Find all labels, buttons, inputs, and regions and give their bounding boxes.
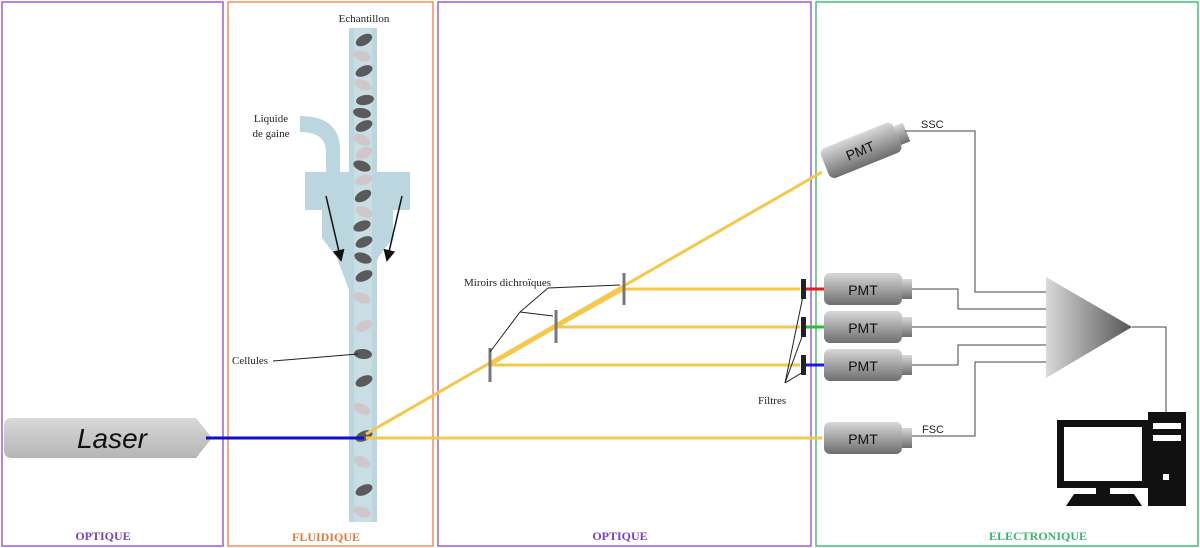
wire-red — [912, 288, 1048, 310]
cell — [354, 189, 372, 203]
cell — [354, 79, 372, 91]
cell — [355, 174, 373, 186]
pmt-fsc-label: PMT — [848, 431, 878, 447]
cell — [355, 484, 373, 496]
cell — [353, 160, 371, 172]
label-miroirs: Miroirs dichroïques — [464, 277, 551, 289]
cell — [355, 65, 373, 77]
wire-output — [1132, 326, 1167, 414]
flow-arrow-left — [325, 195, 345, 262]
section-optique-left-frame — [1, 1, 224, 547]
cell — [353, 50, 371, 62]
filter-blue — [801, 355, 806, 375]
label-cellules: Cellules — [232, 355, 268, 367]
pmt-green-label: PMT — [848, 320, 878, 336]
wire-fsc — [912, 361, 1048, 437]
cell — [353, 403, 371, 415]
pmt-green: PMT — [824, 311, 912, 343]
cell — [353, 220, 371, 232]
wire-ssc — [905, 130, 1048, 293]
cell — [353, 506, 371, 518]
flow-chamber — [300, 28, 410, 522]
cells — [353, 33, 374, 518]
cell — [355, 206, 373, 218]
filter-green — [801, 317, 806, 337]
cell — [354, 348, 372, 360]
section-label-electronique: ELECTRONIQUE — [989, 529, 1087, 543]
cell — [356, 94, 374, 106]
label-filtres: Filtres — [758, 395, 786, 407]
laser-label: Laser — [77, 423, 149, 454]
cell — [355, 146, 373, 160]
section-electronique-frame — [815, 1, 1199, 547]
laser-body — [4, 418, 212, 458]
pmt-blue: PMT — [824, 349, 912, 381]
section-label-fluidique: FLUIDIQUE — [292, 530, 360, 544]
cell — [353, 456, 371, 468]
pmt-fsc: PMT — [824, 422, 912, 454]
cell — [353, 292, 371, 304]
wire-blue — [912, 344, 1048, 366]
signal-wires — [905, 130, 1167, 437]
cellules-leader — [272, 353, 359, 362]
filter-red — [801, 279, 806, 299]
filtres-leaders — [784, 295, 804, 384]
cell — [355, 320, 373, 332]
pmt-red: PMT — [824, 273, 912, 305]
computer-icon — [1057, 412, 1186, 506]
scatter-beams — [365, 170, 823, 440]
cell — [355, 33, 373, 47]
sheath-inlet-tube — [300, 116, 340, 172]
beam-reflect-1 — [489, 325, 557, 367]
pmt-ssc: PMT — [820, 122, 911, 179]
pmt-red-label: PMT — [848, 282, 878, 298]
section-fluidique-frame — [227, 1, 434, 547]
flow-arrow-right — [383, 195, 403, 262]
cell — [353, 134, 371, 146]
section-label-optique-mid: OPTIQUE — [592, 529, 647, 543]
label-ssc: SSC — [921, 119, 944, 131]
label-echantillon: Echantillon — [339, 13, 390, 25]
beam-ssc — [365, 170, 823, 436]
miroirs-leaders — [489, 284, 621, 353]
amplifier — [1046, 277, 1132, 378]
section-label-optique-left: OPTIQUE — [75, 529, 130, 543]
label-fsc: FSC — [922, 424, 944, 436]
cell — [353, 107, 371, 119]
beam-reflect-2 — [555, 287, 625, 329]
cell — [355, 270, 373, 282]
label-liquide-line2: de gaine — [253, 128, 290, 140]
cell — [355, 236, 373, 248]
cell — [355, 375, 373, 387]
cell — [355, 120, 373, 132]
section-optique-mid-frame — [437, 1, 812, 547]
pmt-blue-label: PMT — [848, 358, 878, 374]
cell — [354, 252, 372, 264]
label-liquide-line1: Liquide — [254, 113, 288, 125]
